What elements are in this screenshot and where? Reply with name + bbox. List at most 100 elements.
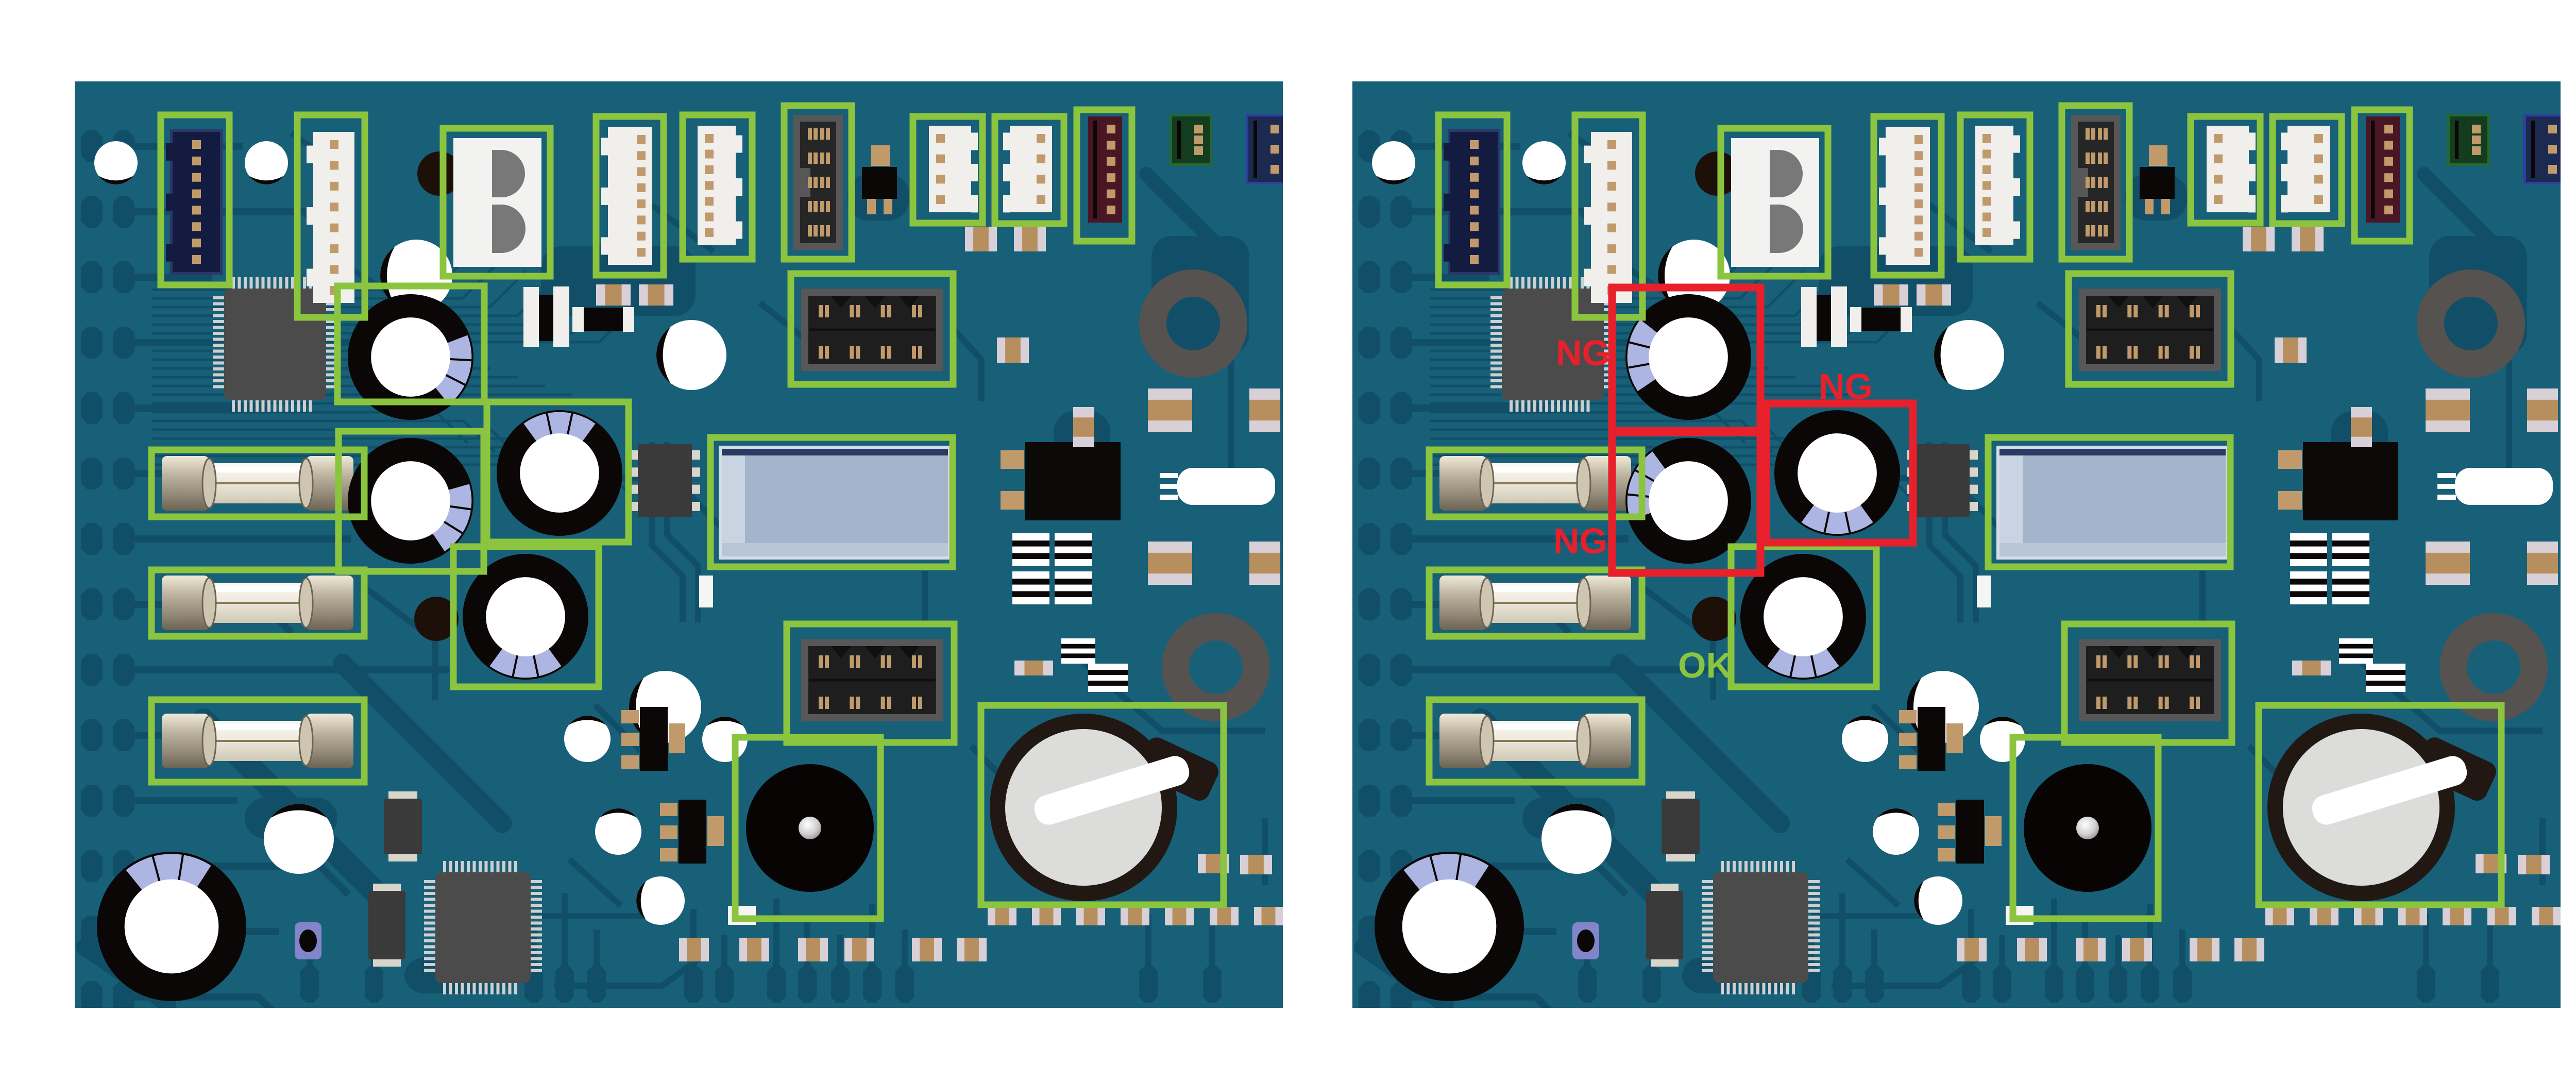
- mounting-hole: [2417, 269, 2525, 378]
- via: [1914, 876, 1962, 925]
- via: [1541, 804, 1612, 874]
- electrolytic-capacitor: [97, 852, 246, 1001]
- axial-components: [1801, 286, 1912, 347]
- smd-resistor: [1014, 661, 1053, 675]
- pcb-board-left: [75, 81, 1283, 1008]
- via: [1522, 141, 1566, 184]
- defect-region-r3: [1762, 399, 1917, 547]
- connector-white: [1584, 132, 1632, 303]
- soic-ic: [1907, 444, 1978, 517]
- electrolytic-capacitor: [1625, 294, 1751, 420]
- photo-interrupter: [1731, 138, 1819, 267]
- label-ok-1: OK: [1678, 645, 1732, 685]
- inspection-region-g12: [2061, 620, 2235, 746]
- connector-white: [601, 127, 652, 265]
- soic-ic: [1662, 791, 1700, 861]
- glass-fuse: [162, 456, 353, 511]
- resistor-array: [1012, 571, 1049, 604]
- smd-resistor: [2292, 227, 2324, 251]
- glass-fuse: [1439, 714, 1631, 768]
- connector-white: [929, 126, 978, 213]
- resistor-array: [2332, 533, 2369, 566]
- electrolytic-capacitor: [463, 554, 588, 680]
- smd-capacitor: [2527, 388, 2558, 432]
- resistor-array: [2290, 571, 2327, 604]
- smd-resistor: [2243, 227, 2275, 251]
- smd-resistor-row: [2265, 907, 2561, 925]
- mounting-hole: [1162, 613, 1270, 721]
- inspection-region-g11: [1985, 434, 2234, 570]
- electrolytic-capacitor: [348, 294, 473, 420]
- smd-capacitor: [2351, 407, 2372, 447]
- resistor-array: [2339, 638, 2373, 664]
- coin-battery: [990, 714, 1218, 901]
- connector-white: [2281, 126, 2330, 213]
- axial-components: [523, 286, 634, 347]
- inspection-region-g20: [732, 734, 884, 922]
- small-capacitor: [417, 151, 462, 196]
- sot-transistor: [1899, 707, 1963, 771]
- idc-header-horizontal: [801, 639, 943, 721]
- mounting-hole: [1139, 269, 1247, 378]
- lcd-display: [719, 446, 951, 560]
- smd-resistor: [2275, 337, 2307, 363]
- small-capacitor: [1695, 151, 1739, 196]
- smd-capacitor: [2426, 542, 2470, 585]
- smd-capacitor: [2426, 388, 2470, 432]
- smd-resistor: [997, 337, 1029, 363]
- smd-capacitor: [1148, 542, 1192, 585]
- via: [1372, 141, 1415, 184]
- connector-maroon: [2366, 116, 2400, 223]
- inspection-region-g4: [592, 113, 667, 279]
- via: [564, 716, 611, 762]
- sot23-transistor: [862, 145, 897, 214]
- smd-resistor: [2292, 661, 2331, 675]
- inspection-region-g10: [787, 270, 957, 388]
- resistor-array: [1055, 533, 1092, 566]
- via: [595, 808, 641, 855]
- electrolytic-capacitor: [497, 410, 622, 536]
- qfp-ic: [424, 861, 542, 994]
- resistor-array: [2332, 571, 2369, 604]
- resistor-array: [1012, 533, 1049, 566]
- inspection-region-g15: [1426, 696, 1646, 786]
- connector-green: [2447, 114, 2490, 166]
- electrolytic-capacitor: [348, 438, 473, 564]
- resistor-array: [2290, 533, 2327, 566]
- voltage-regulator: [2278, 442, 2398, 520]
- inspection-region-g10: [2065, 270, 2234, 388]
- connector-white: [1975, 126, 2020, 245]
- smd-resistor-row: [679, 938, 987, 961]
- glass-fuse: [162, 714, 353, 768]
- smd-capacitor: [1249, 388, 1280, 432]
- lcd-display: [1996, 446, 2229, 560]
- via: [1842, 716, 1888, 762]
- inspection-region-g5: [679, 111, 756, 263]
- inspection-region-g14: [148, 566, 368, 640]
- inspection-region-g13: [148, 446, 368, 520]
- led-indicator: [1572, 922, 1599, 959]
- resistor-array: [1055, 571, 1092, 604]
- label-ng-3: NG: [1819, 366, 1873, 407]
- inspection-region-g5: [1957, 111, 2033, 263]
- inspection-region-g9: [1073, 106, 1136, 245]
- connector-maroon: [1088, 116, 1122, 223]
- soic-ic: [630, 444, 700, 517]
- label-ng-1: NG: [1556, 333, 1610, 373]
- inspection-region-g19: [1727, 543, 1880, 690]
- sot-transistor: [1938, 800, 2002, 864]
- small-capacitor: [414, 597, 459, 641]
- smd-resistor: [639, 284, 673, 306]
- inspection-region-g8: [2269, 113, 2345, 227]
- via: [245, 141, 288, 184]
- inspection-region-g16: [334, 282, 488, 405]
- resistor-array: [1088, 664, 1128, 692]
- sot23-transistor: [2140, 145, 2175, 214]
- glass-fuse: [1439, 456, 1631, 511]
- connector-blue: [1246, 114, 1283, 184]
- smd-resistor: [1917, 284, 1951, 306]
- coin-battery: [2267, 714, 2496, 901]
- resistor-array: [1061, 638, 1095, 664]
